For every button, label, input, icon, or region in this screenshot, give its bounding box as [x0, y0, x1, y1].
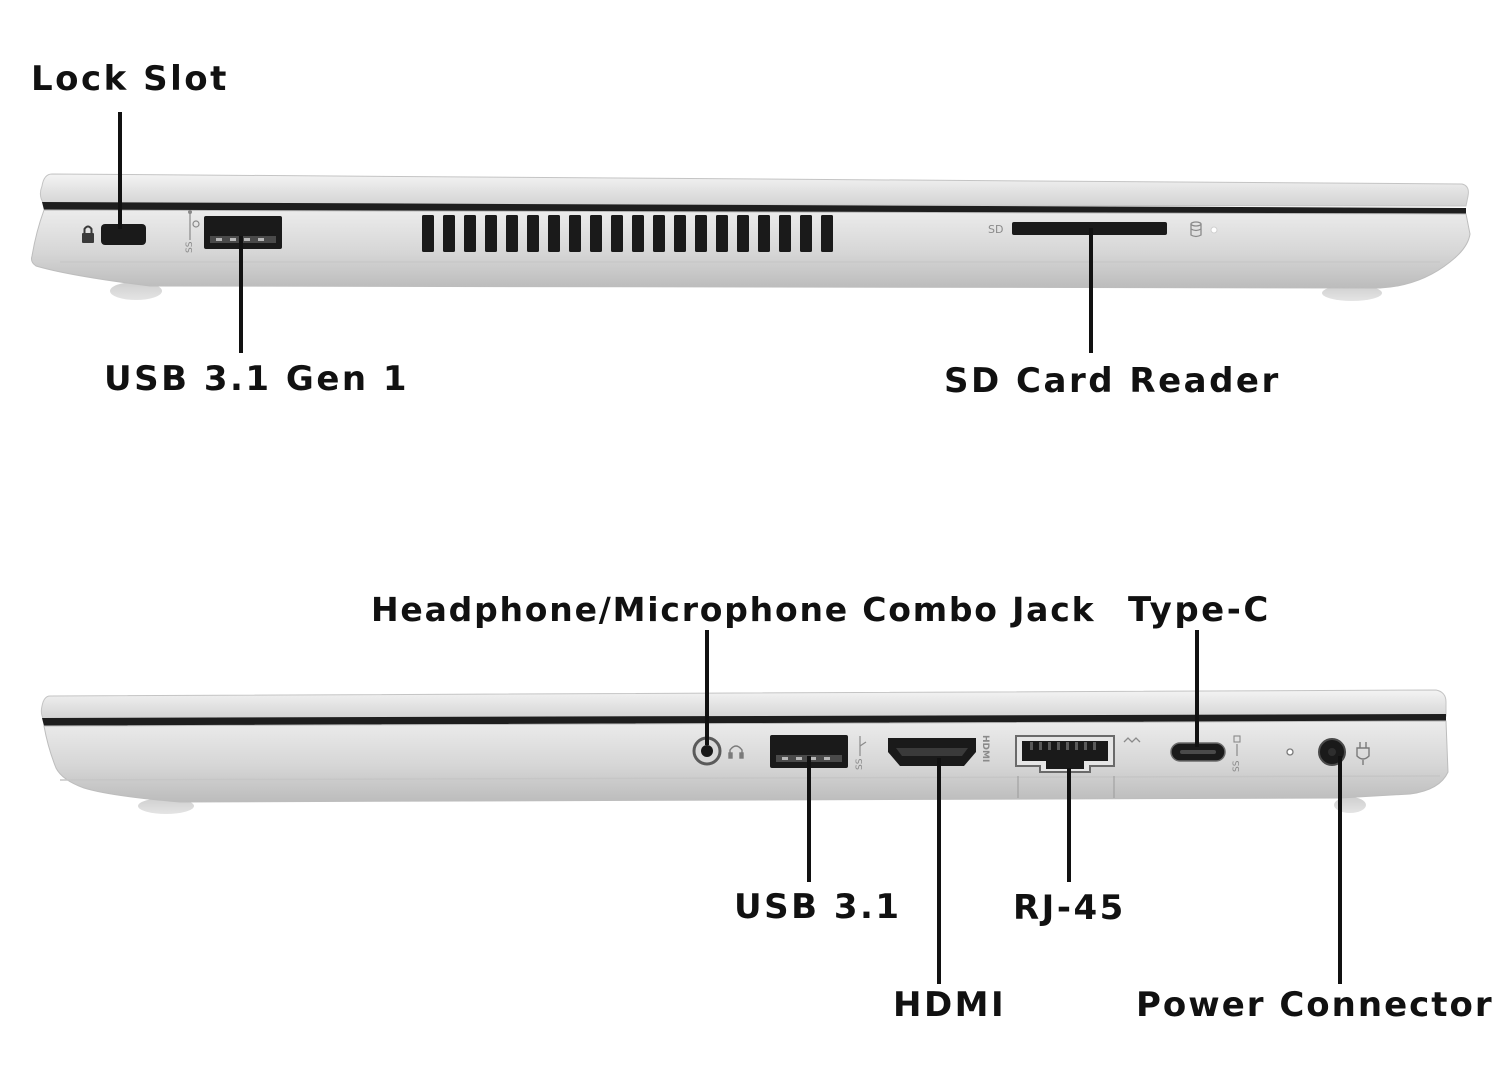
vent-slat — [464, 215, 476, 252]
base-edge — [59, 775, 1441, 781]
vent-slat — [527, 215, 539, 252]
usb-gen1-port — [204, 216, 282, 249]
vent-slat — [800, 215, 812, 252]
sd-marking: SD — [988, 223, 1003, 236]
lid-seam — [42, 714, 1446, 726]
vent-slat — [548, 215, 560, 252]
label-audio-jack: Headphone/Microphone Combo Jack — [371, 590, 1096, 629]
vent-slat — [422, 215, 434, 252]
leader-line-lock-slot — [118, 112, 122, 229]
vent-slat — [716, 215, 728, 252]
vent-slat — [632, 215, 644, 252]
usb-gen1-pins — [216, 238, 264, 241]
svg-text:SS: SS — [1232, 760, 1242, 772]
network-icon — [1123, 737, 1141, 743]
usb-gen1-port-tongue — [210, 236, 276, 243]
leader-line-hdmi — [937, 758, 941, 984]
label-lock-slot: Lock Slot — [31, 59, 229, 99]
vent-slat — [569, 215, 581, 252]
rubber-foot — [110, 282, 162, 300]
vent-slat — [590, 215, 602, 252]
svg-text:SS: SS — [855, 758, 865, 770]
power-connector-pin — [1328, 748, 1336, 756]
vent-slat — [758, 215, 770, 252]
usb-c-ss-icon: SS — [1232, 735, 1242, 772]
power-plug-icon — [1356, 742, 1370, 765]
vent-slat — [506, 215, 518, 252]
hdmi-marking: HDMI — [980, 735, 990, 762]
lock-slot-port — [101, 224, 146, 245]
type-c-port-tongue — [1180, 750, 1216, 754]
label-type-c: Type-C — [1128, 590, 1271, 630]
vent-slat — [821, 215, 833, 252]
vent-grille — [422, 215, 833, 252]
label-rj45: RJ-45 — [1013, 888, 1126, 928]
usb-ss-icon: SS — [855, 736, 867, 770]
svg-text:SS: SS — [185, 241, 195, 253]
vent-slat — [695, 215, 707, 252]
laptop-right-side: SS HDMI — [40, 689, 1449, 814]
leader-line-sd-reader — [1089, 228, 1093, 353]
label-power: Power Connector — [1136, 985, 1494, 1025]
headphone-icon — [728, 745, 744, 759]
vent-slat — [737, 215, 749, 252]
vent-slat — [611, 215, 623, 252]
rubber-foot — [1322, 285, 1382, 301]
usb-ss-icon: SS — [185, 210, 200, 253]
leader-line-power — [1338, 756, 1342, 984]
label-usb-gen1: USB 3.1 Gen 1 — [104, 359, 410, 399]
rj45-port — [1015, 735, 1115, 773]
audio-jack-hole — [701, 745, 713, 757]
laptop-left-side: SS SD — [31, 173, 1471, 301]
vent-slat — [674, 215, 686, 252]
laptop-lid — [39, 173, 1469, 207]
label-sd-reader: SD Card Reader — [944, 361, 1281, 401]
led-indicator-icon — [1210, 226, 1218, 234]
rubber-foot — [1334, 797, 1366, 813]
led-indicator-icon — [1286, 748, 1294, 756]
laptop-lid — [40, 689, 1447, 721]
vent-slat — [443, 215, 455, 252]
vent-slat — [485, 215, 497, 252]
sd-card-icon — [1190, 221, 1202, 238]
leader-line-usb-gen1 — [239, 236, 243, 353]
hdmi-port-inner — [896, 748, 968, 756]
leader-line-usb — [807, 756, 811, 882]
vent-slat — [779, 215, 791, 252]
lid-seam — [42, 202, 1466, 214]
leader-line-audio-jack — [705, 630, 709, 745]
usb-port-pins — [782, 757, 830, 760]
leader-line-type-c — [1195, 630, 1199, 747]
leader-line-rj45 — [1067, 768, 1071, 882]
lock-icon — [82, 225, 94, 243]
label-hdmi: HDMI — [893, 985, 1007, 1025]
label-usb: USB 3.1 — [734, 887, 902, 927]
vent-slat — [653, 215, 665, 252]
